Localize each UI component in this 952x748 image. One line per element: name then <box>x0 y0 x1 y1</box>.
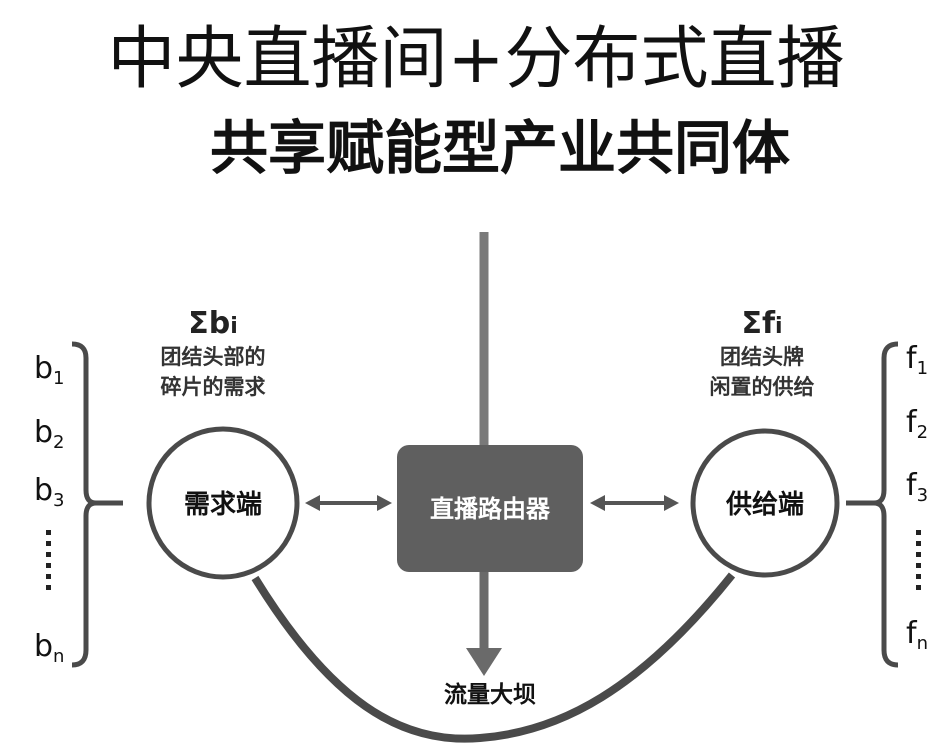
supply-item: f2 <box>906 405 928 443</box>
demand-item: bn <box>34 629 64 667</box>
flow-dam-label: 流量大坝 <box>444 681 536 708</box>
supply-item: f1 <box>906 341 928 379</box>
router-supply-double-arrow <box>590 495 679 511</box>
title-line1: 中央直播间+分布式直播 <box>108 20 845 99</box>
supply-desc-line2: 闲置的供给 <box>710 375 815 399</box>
supply-node <box>690 428 840 578</box>
supply-node-label: 供给端 <box>725 489 804 520</box>
ellipsis-dots <box>916 530 921 590</box>
demand-item: b1 <box>34 351 65 389</box>
demand-sigma: Σbi <box>188 306 238 341</box>
router-label: 直播路由器 <box>430 495 551 523</box>
demand-desc-line1: 团结头部的 <box>161 345 266 369</box>
router-box <box>397 445 583 572</box>
supply-item: fn <box>906 616 928 654</box>
demand-item: b3 <box>34 473 65 511</box>
demand-node <box>146 426 300 580</box>
demand-item: b2 <box>34 415 65 453</box>
supply-item: f3 <box>906 468 928 506</box>
flow-dam-curve <box>251 572 736 743</box>
ellipsis-dots <box>46 530 51 590</box>
supply-sigma: Σfi <box>741 306 782 341</box>
demand-node-label: 需求端 <box>184 490 262 520</box>
demand-items: b1 b2 b3 bn <box>34 351 65 667</box>
supply-items: f1 f2 f3 fn <box>906 341 928 654</box>
demand-router-double-arrow <box>305 495 392 511</box>
down-arrow-head <box>466 648 502 676</box>
title-line2: 共享赋能型产业共同体 <box>210 114 790 182</box>
supply-desc-line1: 团结头牌 <box>720 345 804 369</box>
demand-desc-line2: 碎片的需求 <box>161 375 266 399</box>
